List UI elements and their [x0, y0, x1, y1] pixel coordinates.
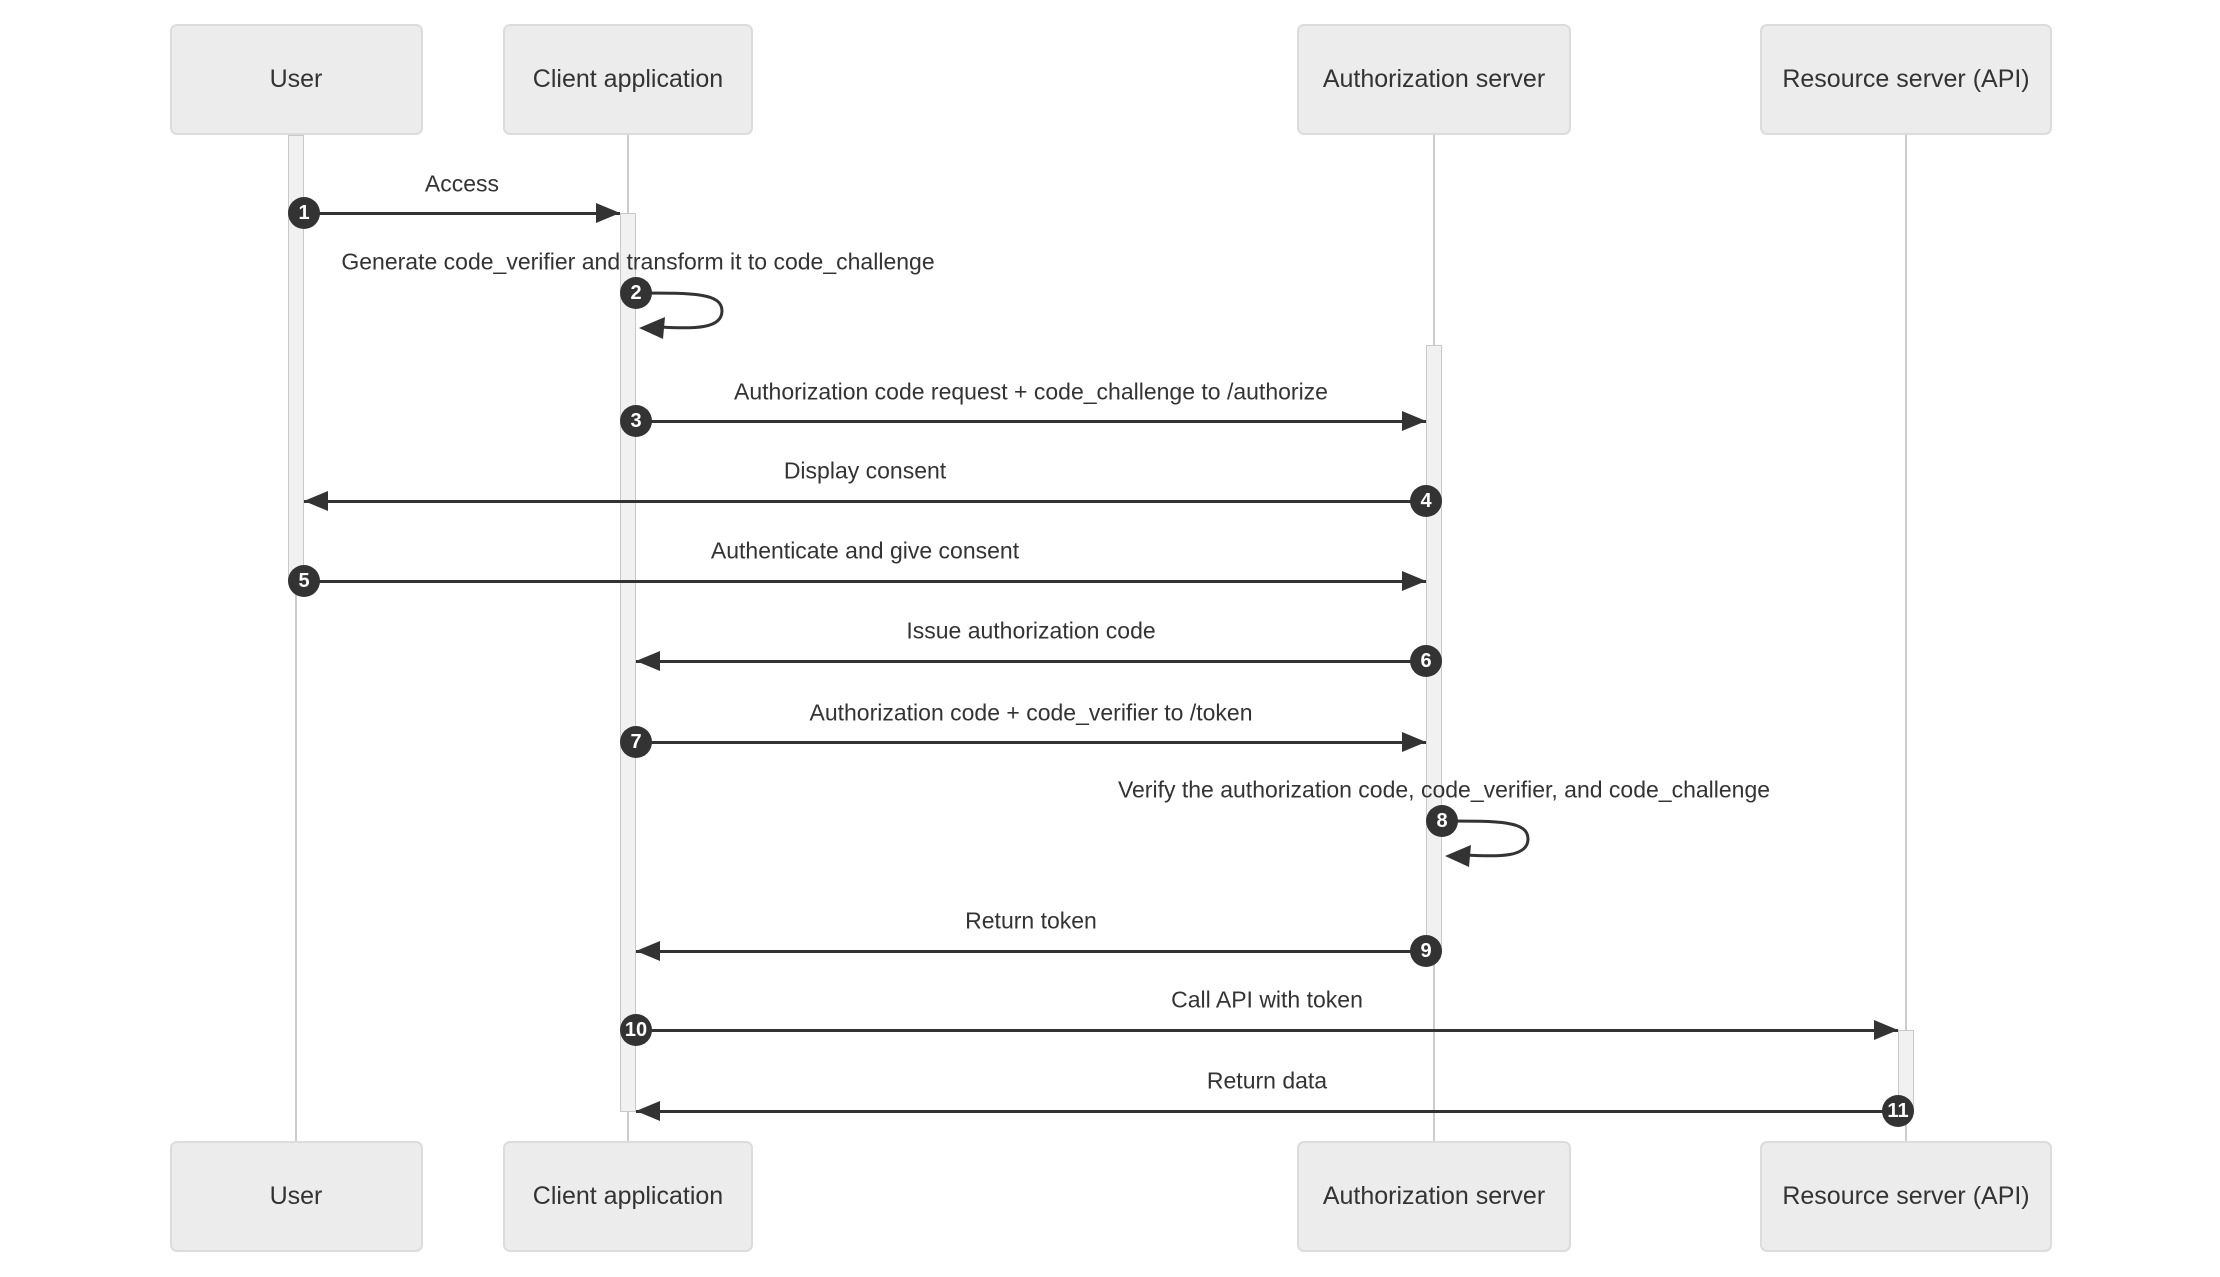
- actor-label-resource-bottom: Resource server (API): [1782, 1182, 2030, 1210]
- actor-label-client-top: Client application: [532, 65, 724, 93]
- message-label-8: Verify the authorization code, code_veri…: [1117, 776, 1771, 803]
- message-arrow-11: [636, 1109, 1898, 1113]
- message-arrow-6: [636, 659, 1426, 663]
- sequence-number-badge-9: 9: [1410, 935, 1442, 967]
- arrowhead-icon: [1445, 845, 1471, 867]
- arrowhead-icon: [636, 1101, 660, 1121]
- actor-label-client-bottom: Client application: [532, 1182, 724, 1210]
- sequence-number-badge-10: 10: [620, 1014, 652, 1046]
- arrowhead-icon: [596, 203, 620, 223]
- sequence-number-badge-5: 5: [288, 565, 320, 597]
- message-arrow-4: [304, 499, 1426, 503]
- actor-label-user-top: User: [269, 65, 323, 93]
- arrowhead-icon: [1874, 1020, 1898, 1040]
- message-label-2: Generate code_verifier and transform it …: [341, 248, 935, 275]
- arrowhead-icon: [636, 941, 660, 961]
- message-label-10: Call API with token: [1171, 986, 1363, 1013]
- message-label-4: Display consent: [783, 457, 947, 484]
- message-label-7: Authorization code + code_verifier to /t…: [809, 699, 1253, 726]
- actor-box-user-top: User: [169, 24, 423, 135]
- arrowhead-icon: [1402, 411, 1426, 431]
- message-label-9: Return token: [965, 907, 1097, 934]
- message-arrow-3: [636, 419, 1426, 423]
- actor-box-auth-bottom: Authorization server: [1297, 1141, 1571, 1252]
- message-label-6: Issue authorization code: [906, 617, 1156, 644]
- message-arrow-7: [636, 740, 1426, 744]
- message-label-3: Authorization code request + code_challe…: [734, 378, 1328, 405]
- actor-label-resource-top: Resource server (API): [1782, 65, 2030, 93]
- lifeline-user: [295, 135, 297, 1141]
- sequence-number-badge-4: 4: [1410, 485, 1442, 517]
- actor-box-auth-top: Authorization server: [1297, 24, 1571, 135]
- sequence-number-badge-8: 8: [1426, 805, 1458, 837]
- sequence-number-badge-6: 6: [1410, 645, 1442, 677]
- message-label-1: Access: [424, 170, 500, 197]
- sequence-number-badge-2: 2: [620, 277, 652, 309]
- message-label-5: Authenticate and give consent: [710, 537, 1020, 564]
- message-label-11: Return data: [1206, 1067, 1328, 1094]
- arrowhead-icon: [304, 491, 328, 511]
- actor-box-resource-top: Resource server (API): [1760, 24, 2052, 135]
- actor-label-user-bottom: User: [269, 1182, 323, 1210]
- message-arrow-10: [636, 1028, 1898, 1032]
- arrowhead-icon: [636, 651, 660, 671]
- message-arrow-5: [304, 579, 1426, 583]
- self-message-loop-2: [637, 291, 724, 339]
- sequence-number-badge-11: 11: [1882, 1095, 1914, 1127]
- lifeline-resource: [1905, 135, 1907, 1141]
- actor-box-resource-bottom: Resource server (API): [1760, 1141, 2052, 1252]
- arrowhead-icon: [1402, 571, 1426, 591]
- message-arrow-1: [304, 211, 620, 215]
- actor-box-client-bottom: Client application: [503, 1141, 753, 1252]
- sequence-number-badge-3: 3: [620, 405, 652, 437]
- arrowhead-icon: [1402, 732, 1426, 752]
- message-arrow-9: [636, 949, 1426, 953]
- sequence-number-badge-7: 7: [620, 726, 652, 758]
- actor-box-client-top: Client application: [503, 24, 753, 135]
- activation-bar-client: [620, 213, 636, 1112]
- actor-label-auth-top: Authorization server: [1322, 65, 1546, 93]
- arrowhead-icon: [639, 317, 665, 339]
- self-message-loop-8: [1443, 819, 1530, 867]
- sequence-number-badge-1: 1: [288, 197, 320, 229]
- actor-box-user-bottom: User: [169, 1141, 423, 1252]
- actor-label-auth-bottom: Authorization server: [1322, 1182, 1546, 1210]
